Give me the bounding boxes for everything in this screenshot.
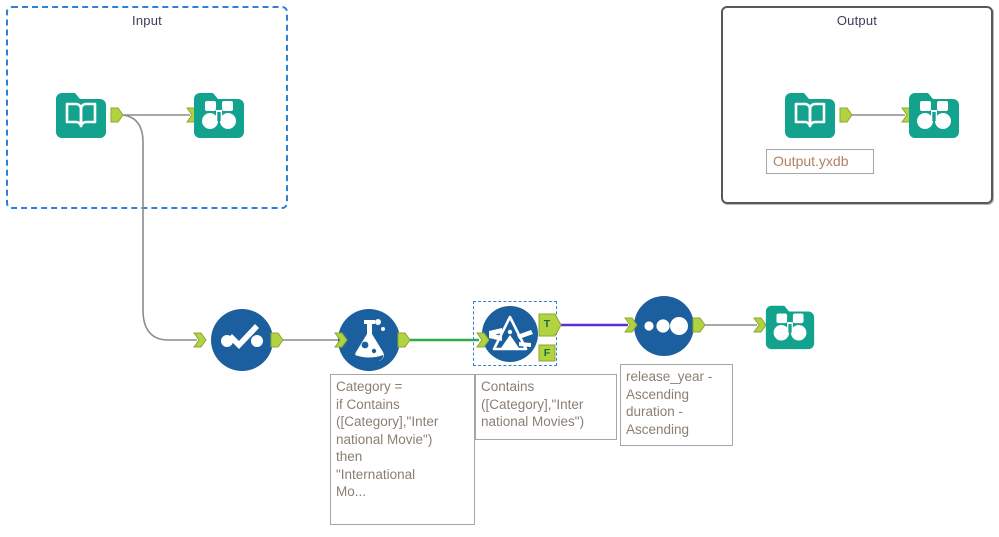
input-port-sort-tool[interactable] bbox=[624, 317, 638, 338]
output-port-sort-tool[interactable] bbox=[692, 317, 706, 338]
input-port-filter-tool[interactable] bbox=[476, 332, 490, 353]
output-port-formula-tool[interactable] bbox=[397, 332, 411, 353]
annotation-output-file[interactable]: Output.yxdb bbox=[766, 149, 874, 174]
formula-tool[interactable] bbox=[337, 308, 401, 372]
filter-true-port-label: T bbox=[543, 318, 551, 330]
output-port-filter-true[interactable] bbox=[538, 313, 562, 342]
filter-tool[interactable] bbox=[481, 305, 539, 363]
browse-tool-2[interactable] bbox=[905, 85, 963, 143]
browse-tool-1[interactable] bbox=[190, 85, 248, 143]
input-port-select-tool[interactable] bbox=[193, 332, 207, 353]
annotation-sort[interactable]: release_year - Ascending duration - Asce… bbox=[620, 364, 733, 446]
input-port-formula-tool[interactable] bbox=[334, 332, 348, 353]
input-data-tool-1[interactable] bbox=[52, 85, 110, 143]
sort-tool[interactable] bbox=[633, 295, 695, 357]
output-port-input-data-tool-1[interactable] bbox=[110, 107, 124, 128]
select-tool[interactable] bbox=[210, 308, 274, 372]
annotation-filter[interactable]: Contains ([Category],"Inter national Mov… bbox=[475, 374, 617, 440]
input-port-browse-tool-3[interactable] bbox=[753, 317, 767, 338]
input-data-tool-2[interactable] bbox=[781, 85, 839, 143]
annotation-formula[interactable]: Category = if Contains ([Category],"Inte… bbox=[330, 374, 475, 525]
filter-false-port-label: F bbox=[543, 347, 551, 359]
browse-tool-3[interactable] bbox=[762, 298, 818, 354]
container-title-output: Output bbox=[836, 13, 878, 28]
output-port-select-tool[interactable] bbox=[270, 332, 284, 353]
container-title-input: Input bbox=[132, 13, 162, 28]
output-port-input-data-tool-2[interactable] bbox=[839, 107, 853, 128]
output-port-filter-false[interactable] bbox=[538, 344, 556, 367]
